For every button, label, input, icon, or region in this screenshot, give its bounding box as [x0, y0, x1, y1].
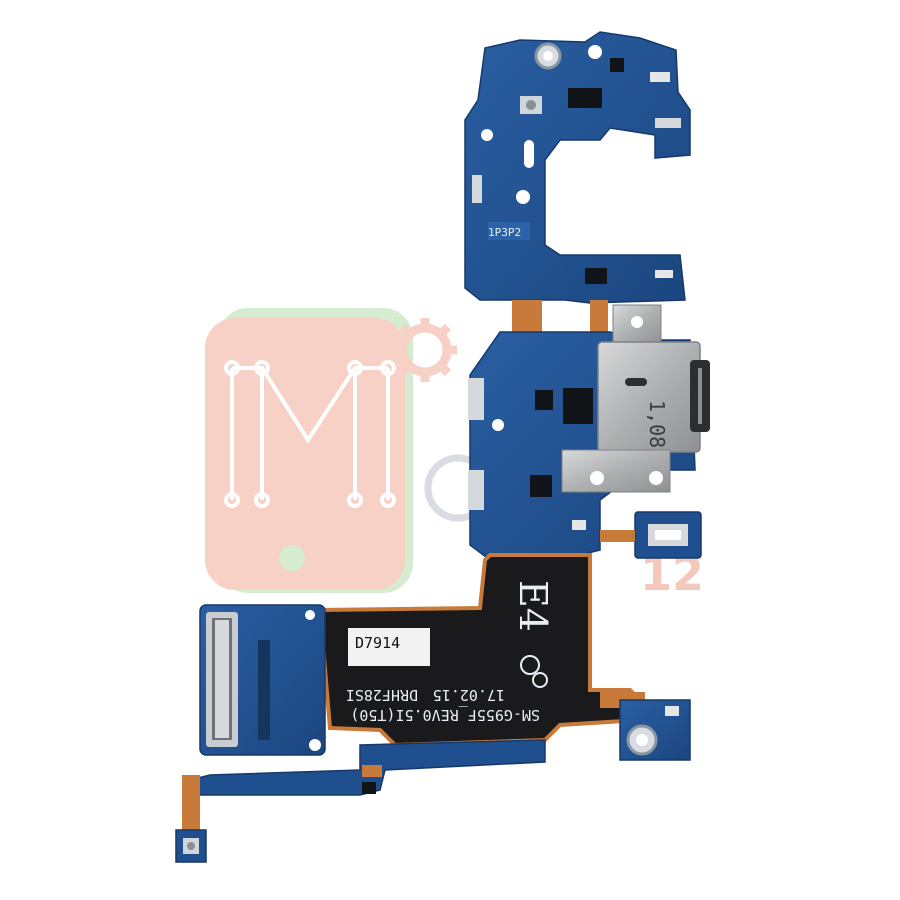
flex-bridge	[512, 300, 608, 332]
connector-pcb	[199, 604, 326, 756]
microphone-pad	[600, 511, 702, 559]
watermark-m-letter	[224, 360, 396, 508]
date-line: 17.02.15	[433, 686, 505, 704]
chip	[585, 268, 607, 284]
black-flex-body: D7914 E4 SM-G955F_REV0.5I(T50) 17.02.15 …	[317, 553, 642, 748]
flex-arm	[175, 739, 546, 863]
code-line: DRHF28SI	[346, 686, 418, 704]
chip	[568, 88, 602, 108]
revision-mark: E4	[511, 580, 555, 632]
chip	[563, 388, 593, 424]
model-line: SM-G955F_REV0.5I(T50)	[350, 706, 540, 724]
right-mount-tab	[600, 692, 691, 761]
sticker-code: D7914	[355, 634, 400, 652]
watermark-home-button	[279, 545, 305, 571]
watermark-gear-icon	[393, 318, 457, 382]
port-marking: 1,08	[645, 400, 669, 448]
usb-c-port: 1,08	[561, 304, 710, 493]
silk-code: 1P3P2	[488, 226, 521, 239]
mount-hole	[588, 45, 602, 59]
top-antenna-pcb: 1P3P2	[464, 31, 691, 304]
watermark-phone	[205, 318, 405, 590]
watermark-logo: 12	[205, 308, 704, 601]
sticker	[348, 628, 430, 666]
